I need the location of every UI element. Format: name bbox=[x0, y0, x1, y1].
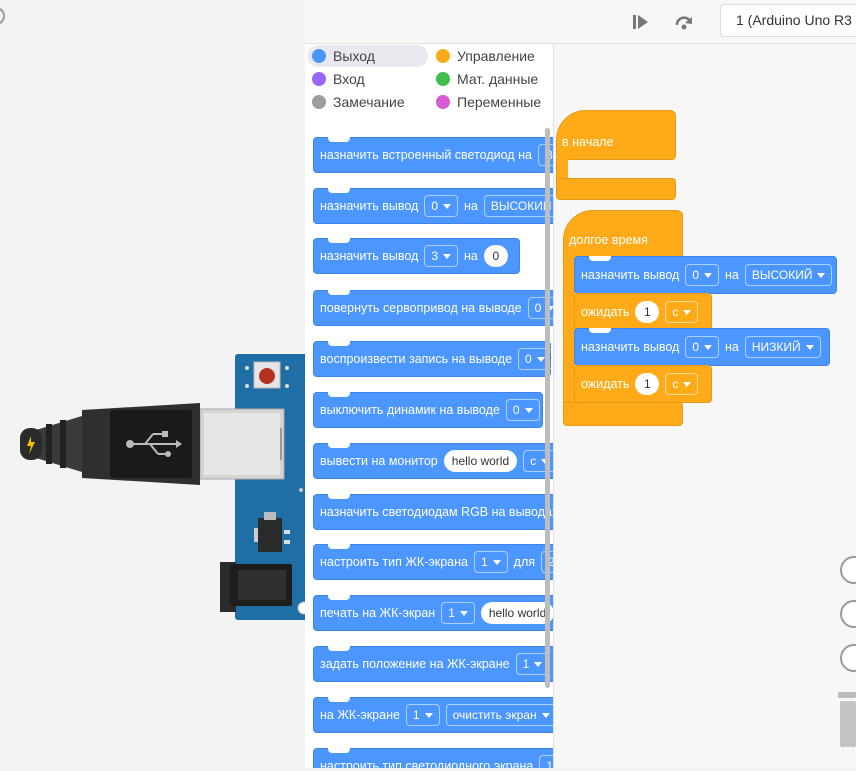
caret-down-icon bbox=[704, 272, 713, 278]
arduino-board-illustration bbox=[0, 7, 311, 620]
on-start-foot bbox=[556, 178, 676, 200]
category-label: Выход bbox=[333, 48, 375, 64]
category-math[interactable]: Мат. данные bbox=[431, 68, 551, 90]
on-start-label: в начале bbox=[562, 135, 614, 149]
value-input[interactable]: 0 bbox=[483, 245, 508, 267]
category-control-dot bbox=[436, 49, 450, 63]
circuit-canvas[interactable] bbox=[0, 0, 311, 768]
wait-value-input[interactable]: 1 bbox=[635, 373, 660, 395]
category-output-dot bbox=[312, 49, 326, 63]
device-select[interactable]: 1 (Arduino Uno R3 bbox=[720, 4, 856, 37]
block-set-pin-low[interactable]: назначить вывод 0 на НИЗКИЙ bbox=[574, 328, 830, 366]
on-start-arm bbox=[556, 158, 568, 182]
category-variables[interactable]: Переменные bbox=[431, 91, 551, 113]
category-label: Переменные bbox=[457, 94, 542, 110]
trash-icon[interactable] bbox=[836, 692, 856, 748]
category-math-dot bbox=[436, 72, 450, 86]
block-forever[interactable]: долгое время bbox=[563, 210, 683, 260]
lcd-action-dropdown[interactable]: очистить экран bbox=[445, 704, 553, 726]
caret-down-icon bbox=[424, 712, 433, 718]
category-notes[interactable]: Замечание bbox=[307, 91, 428, 113]
pin-dropdown[interactable]: 0 bbox=[424, 195, 459, 217]
block-set-pin-analog[interactable]: назначить вывод 3 на 0 bbox=[313, 238, 520, 274]
text-input[interactable]: hello world bbox=[443, 450, 518, 472]
block-configure-led-display[interactable]: настроить тип светодиодного экрана 1 bbox=[313, 748, 553, 768]
category-input-dot bbox=[312, 72, 326, 86]
pin-dropdown[interactable]: 0 bbox=[527, 297, 553, 319]
display-dropdown[interactable]: 1 bbox=[539, 755, 553, 768]
caret-down-icon bbox=[534, 661, 543, 667]
caret-down-icon bbox=[524, 407, 533, 413]
caret-down-icon bbox=[536, 356, 545, 362]
forever-foot bbox=[563, 402, 683, 426]
block-play-note[interactable]: воспроизвести запись на выводе 0 bbox=[313, 341, 552, 377]
caret-down-icon bbox=[443, 203, 452, 209]
forever-label: долгое время bbox=[569, 233, 648, 247]
category-variables-dot bbox=[436, 95, 450, 109]
category-label: Вход bbox=[333, 71, 365, 87]
level-dropdown[interactable]: НИЗКИЙ bbox=[744, 336, 821, 358]
category-input[interactable]: Вход bbox=[307, 68, 428, 90]
category-label: Управление bbox=[457, 48, 535, 64]
pin-dropdown[interactable]: 0 bbox=[685, 264, 720, 286]
level-dropdown[interactable]: ВЫСОКИЙ bbox=[483, 195, 553, 217]
block-set-builtin-led[interactable]: назначить встроенный светодиод на В bbox=[313, 137, 553, 173]
category-output[interactable]: Выход bbox=[307, 45, 428, 67]
caret-down-icon bbox=[805, 344, 814, 350]
category-notes-dot bbox=[312, 95, 326, 109]
block-wait-1[interactable]: ожидать 1 с bbox=[574, 293, 712, 331]
caret-down-icon bbox=[443, 253, 452, 259]
pin-dropdown[interactable]: 3 bbox=[424, 245, 459, 267]
block-set-rgb-led[interactable]: назначить светодиодам RGB на выводах bbox=[313, 494, 553, 530]
step-over-icon[interactable] bbox=[674, 12, 694, 32]
block-set-pin-digital[interactable]: назначить вывод 0 на ВЫСОКИЙ bbox=[313, 188, 553, 224]
caret-down-icon bbox=[817, 272, 826, 278]
category-label: Замечание bbox=[333, 94, 405, 110]
pin-dropdown[interactable]: 0 bbox=[505, 399, 540, 421]
code-workspace[interactable]: в начале долгое время назначить вывод 0 … bbox=[554, 44, 856, 768]
lcd-dropdown[interactable]: 1 bbox=[405, 704, 440, 726]
block-palette: Выход Управление Вход Мат. данные Замеча… bbox=[305, 44, 554, 768]
pin-dropdown[interactable]: 0 bbox=[518, 348, 552, 370]
block-rotate-servo[interactable]: повернуть сервопривод на выводе 0 bbox=[313, 290, 553, 326]
unit-dropdown[interactable]: с bbox=[665, 373, 699, 395]
block-set-lcd-position[interactable]: задать положение на ЖК-экране 1 bbox=[313, 646, 553, 682]
block-print-serial[interactable]: вывести на монитор hello world с bbox=[313, 443, 553, 479]
level-dropdown[interactable]: ВЫСОКИЙ bbox=[744, 264, 833, 286]
wait-value-input[interactable]: 1 bbox=[635, 301, 660, 323]
zoom-reset-button[interactable] bbox=[840, 556, 856, 584]
category-label: Мат. данные bbox=[457, 71, 539, 87]
forever-arm bbox=[563, 256, 575, 416]
pin-dropdown[interactable]: 0 bbox=[685, 336, 720, 358]
block-wait-2[interactable]: ожидать 1 с bbox=[574, 365, 712, 403]
lcd-dropdown[interactable]: 1 bbox=[473, 551, 508, 573]
caret-down-icon bbox=[459, 610, 468, 616]
caret-down-icon bbox=[492, 559, 501, 565]
caret-down-icon bbox=[704, 344, 713, 350]
caret-down-icon bbox=[683, 309, 692, 315]
unit-dropdown[interactable]: с bbox=[665, 301, 699, 323]
caret-down-icon bbox=[541, 712, 550, 718]
block-configure-lcd[interactable]: настроить тип ЖК-экрана 1 для 2 bbox=[313, 544, 553, 580]
code-toolbar: 1 (Arduino Uno R3 bbox=[305, 0, 856, 44]
block-on-start[interactable]: в начале bbox=[556, 110, 676, 160]
category-control[interactable]: Управление bbox=[431, 45, 551, 67]
block-set-pin-high[interactable]: назначить вывод 0 на ВЫСОКИЙ bbox=[574, 256, 837, 294]
block-lcd-action[interactable]: на ЖК-экране 1 очистить экран bbox=[313, 697, 553, 733]
caret-down-icon bbox=[683, 381, 692, 387]
zoom-in-button[interactable] bbox=[840, 600, 856, 628]
block-turn-off-speaker[interactable]: выключить динамик на выводе 0 bbox=[313, 392, 543, 428]
palette-scrollbar[interactable] bbox=[545, 128, 550, 688]
zoom-out-button[interactable] bbox=[840, 644, 856, 672]
lcd-dropdown[interactable]: 1 bbox=[441, 602, 475, 624]
step-icon[interactable] bbox=[630, 12, 650, 32]
block-print-lcd[interactable]: печать на ЖК-экран 1 hello world bbox=[313, 595, 553, 631]
text-input[interactable]: hello world bbox=[480, 602, 553, 624]
